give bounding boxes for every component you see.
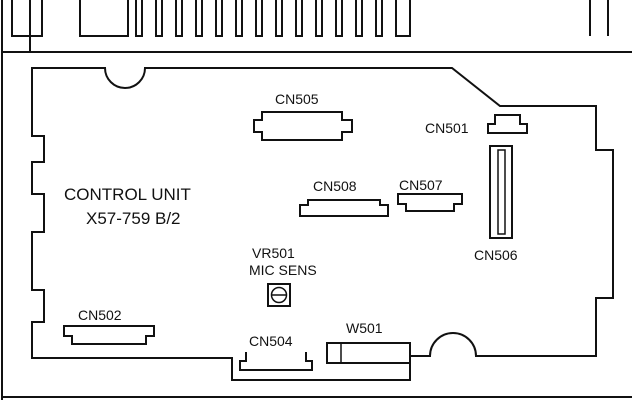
cn504-connector	[239, 352, 313, 371]
cn507-connector	[397, 193, 463, 212]
cn502-connector	[63, 325, 155, 345]
vr501-trimmer	[267, 283, 291, 307]
vr501-ref-label: VR501	[252, 245, 295, 261]
vr501-function-label: MIC SENS	[249, 262, 317, 278]
cn502-label: CN502	[78, 307, 122, 323]
cn505-label: CN505	[275, 91, 319, 107]
cn501-label: CN501	[425, 120, 469, 136]
cn507-label: CN507	[399, 177, 443, 193]
board-title-line1: CONTROL UNIT	[64, 185, 191, 204]
cn508-label: CN508	[313, 178, 357, 194]
cn505-connector	[253, 111, 353, 141]
w501-connector	[326, 342, 411, 364]
board-title-line2: X57-759 B/2	[86, 209, 181, 228]
cn508-connector	[299, 199, 389, 217]
pcb-outline	[31, 67, 614, 381]
top-ribs	[11, 0, 609, 37]
cn506-connector	[489, 145, 513, 239]
cn506-label: CN506	[474, 247, 518, 263]
cn504-label: CN504	[249, 333, 293, 349]
w501-label: W501	[346, 320, 383, 336]
cn501-connector	[487, 114, 528, 134]
